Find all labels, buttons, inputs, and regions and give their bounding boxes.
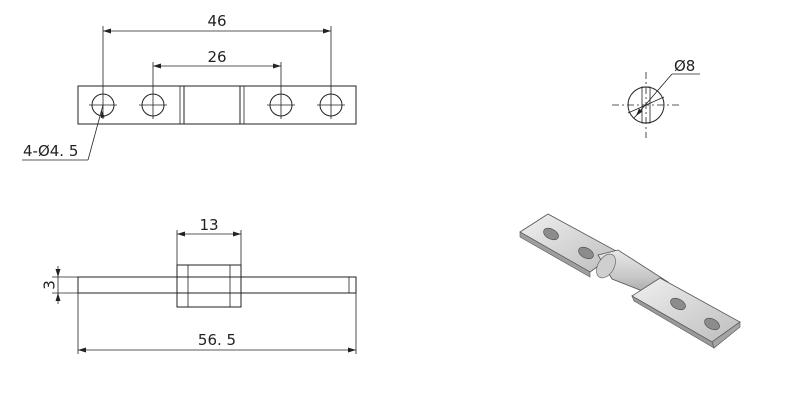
dim-26: 26 [152,48,282,92]
side-leaf [77,276,357,294]
dim-holes-text: 4-Ø4. 5 [23,142,78,160]
dim-3: 3 [41,266,78,304]
top-leaf-outline [77,85,357,125]
dim-46: 46 [102,12,332,92]
side-knuckle [176,264,242,308]
top-view: 46 26 4-Ø4. 5 [22,12,357,161]
dim-46-text: 46 [207,12,226,30]
side-view: 13 3 56. 5 [41,216,357,354]
dim-56-5-text: 56. 5 [198,331,236,349]
top-hole-3 [267,91,295,119]
top-hole-4 [317,91,345,119]
iso-view [519,213,741,349]
iso-hole-3 [670,297,686,311]
dim-pin-diameter-text: Ø8 [674,57,695,75]
dim-pin-diameter: Ø8 [633,57,700,119]
dim-26-text: 26 [207,48,226,66]
iso-hole-1 [543,227,559,241]
dim-13: 13 [176,216,242,265]
dim-13-text: 13 [199,216,218,234]
dim-3-text: 3 [41,280,59,290]
dim-56-5: 56. 5 [77,293,357,354]
iso-hole-4 [704,317,720,331]
iso-hole-2 [578,246,594,260]
top-knuckle [183,85,241,125]
top-hole-2 [139,91,167,119]
dim-holes-leader: 4-Ø4. 5 [22,104,105,161]
iso-right-leaf [631,277,741,343]
end-view: Ø8 [612,57,700,138]
